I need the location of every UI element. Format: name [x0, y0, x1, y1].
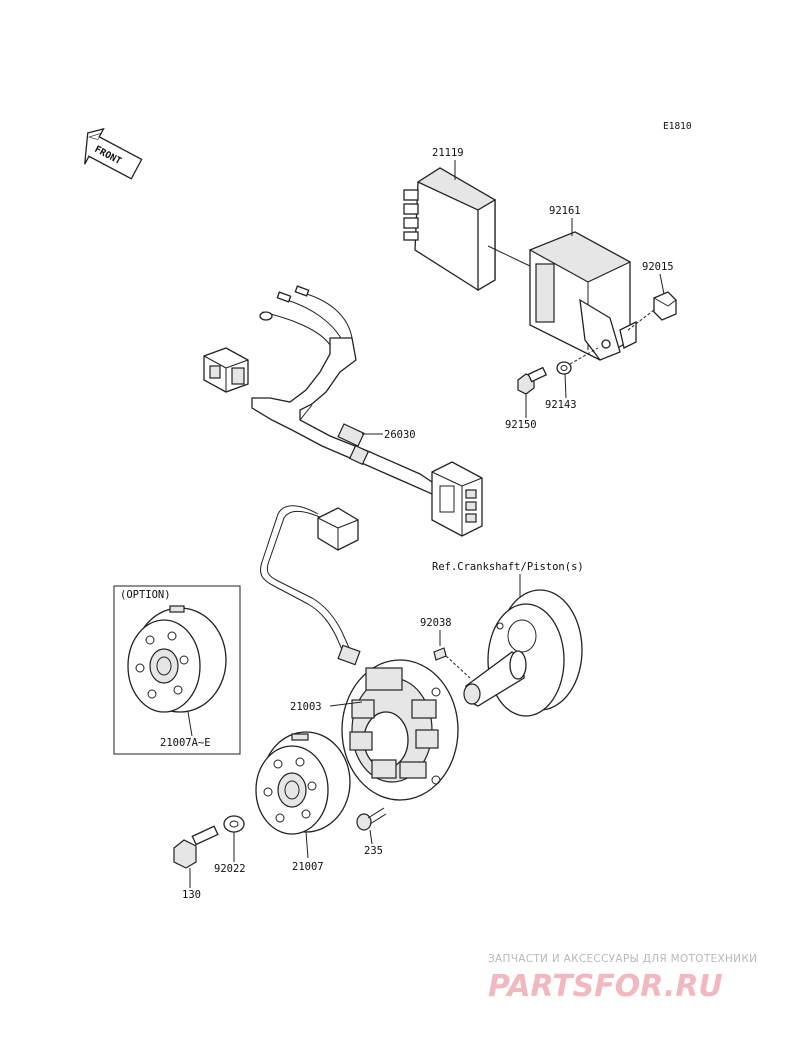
label-92143: 92143	[545, 399, 577, 411]
stator-21003	[341, 659, 459, 801]
label-92038: 92038	[420, 617, 452, 629]
watermark-tagline: ЗАПЧАСТИ И АКСЕССУАРЫ ДЛЯ МОТОТЕХНИКИ	[488, 953, 757, 965]
clip-92015	[653, 291, 677, 321]
label-235: 235	[364, 845, 383, 857]
watermark-brand: PARTSFOR.RU	[488, 969, 723, 1004]
cdi-unit-21119	[403, 167, 497, 292]
label-92022: 92022	[214, 863, 246, 875]
screw-235	[356, 807, 387, 831]
option-box: (OPTION) 21007A~E	[113, 585, 241, 755]
label-21007: 21007	[292, 861, 324, 873]
option-label: (OPTION)	[120, 589, 171, 601]
label-92150: 92150	[505, 419, 537, 431]
crankshaft-reference	[463, 589, 583, 717]
flywheel-21007	[255, 731, 351, 835]
wiring-harness-26030	[203, 285, 483, 537]
washer-92022	[223, 815, 245, 833]
label-21003: 21003	[290, 701, 322, 713]
stator-lead-wire	[260, 505, 361, 666]
front-arrow-icon: FRONT	[84, 127, 143, 180]
label-26030: 26030	[384, 429, 416, 441]
label-130: 130	[182, 889, 201, 901]
label-92015: 92015	[642, 261, 674, 273]
key-92038	[433, 647, 447, 661]
reference-label: Ref.Crankshaft/Piston(s)	[432, 561, 584, 573]
label-21007a: 21007A~E	[160, 737, 211, 749]
label-92161: 92161	[549, 205, 581, 217]
collar-92143	[556, 361, 572, 375]
label-21119: 21119	[432, 147, 464, 159]
bolt-92150	[517, 366, 548, 395]
diagram-code: E1810	[663, 121, 692, 132]
optional-flywheel	[127, 605, 227, 713]
regulator-bracket-92161	[528, 231, 637, 361]
bolt-130	[173, 825, 219, 869]
